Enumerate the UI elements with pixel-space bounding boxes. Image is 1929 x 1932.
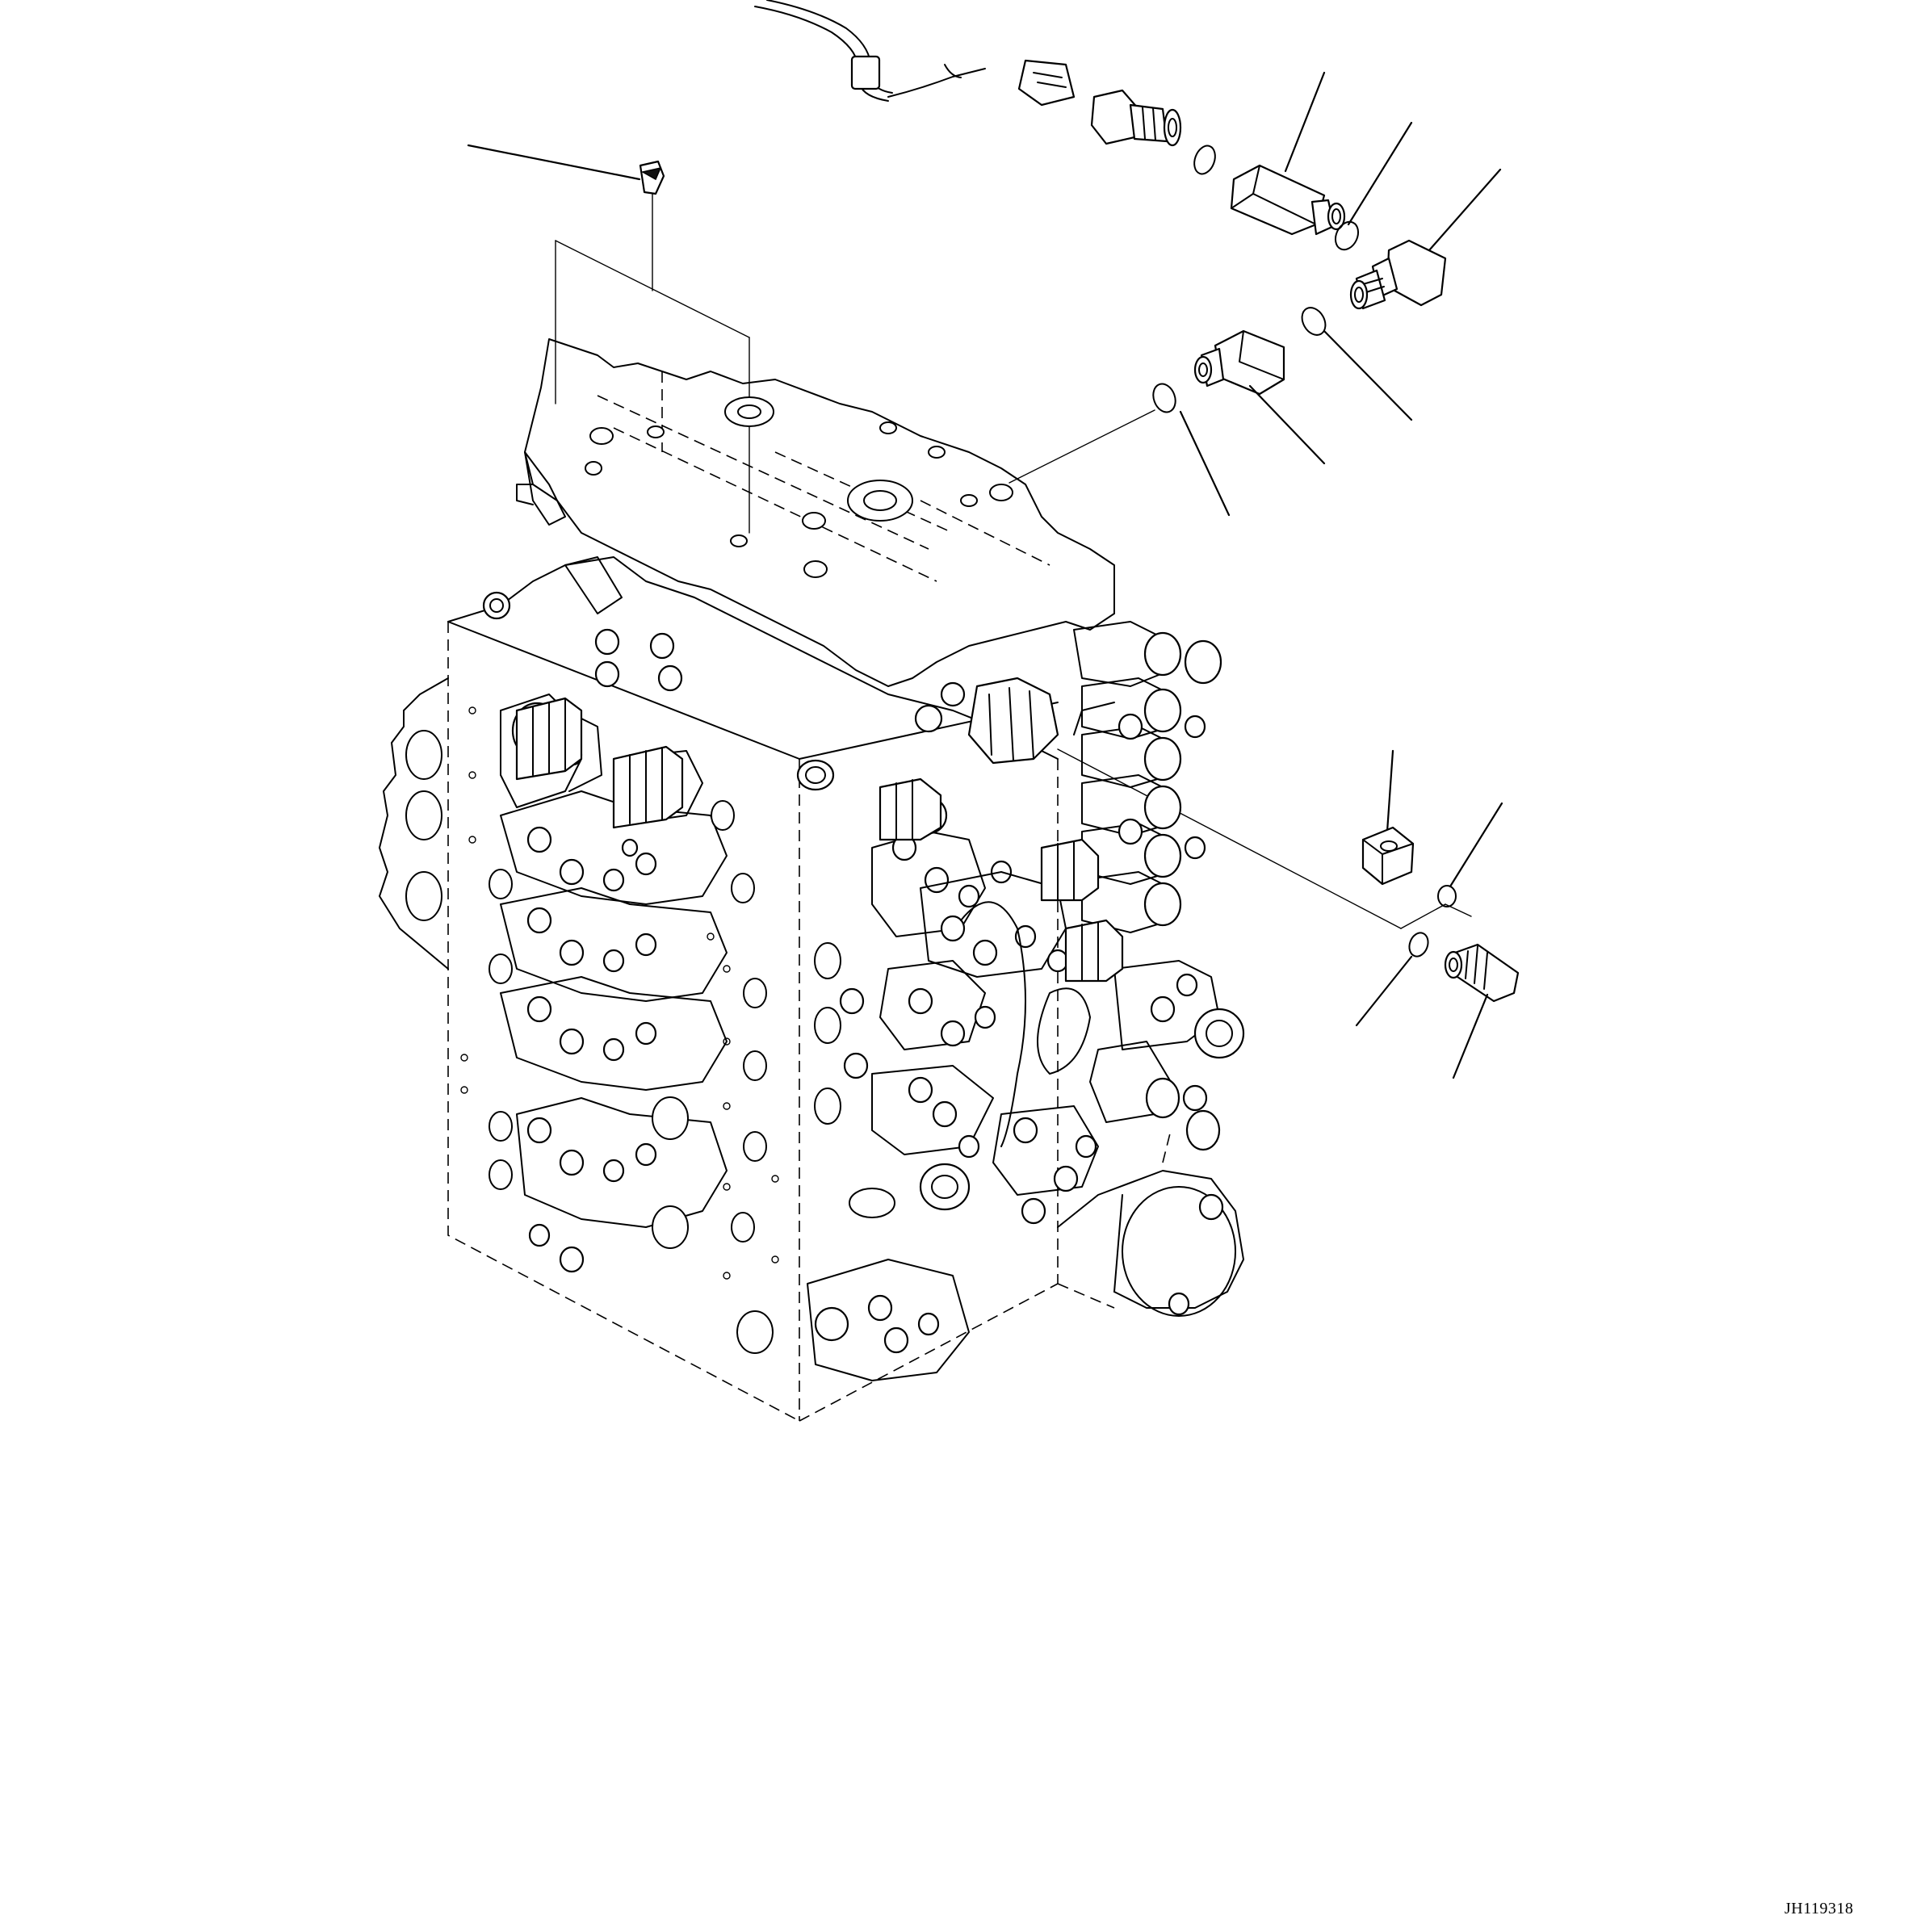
pressure-sensor-icon	[754, 0, 1216, 175]
o-ring-icon	[1152, 383, 1231, 517]
o-ring-icon	[1301, 307, 1413, 421]
connector-plug-icon	[1444, 943, 1520, 1079]
hex-adapter-icon	[1193, 329, 1326, 465]
hex-adapter-icon	[1230, 71, 1346, 236]
o-ring-icon	[1334, 121, 1413, 251]
hex-adapter-icon	[1349, 168, 1502, 310]
o-ring-icon	[1437, 802, 1503, 907]
nut-icon	[1361, 749, 1415, 886]
control-valve-assembly-icon	[379, 338, 1245, 1422]
cap-icon	[467, 144, 665, 291]
o-ring-icon	[1355, 932, 1429, 1027]
drawing-id-code: JH119318	[1784, 1900, 1854, 1917]
